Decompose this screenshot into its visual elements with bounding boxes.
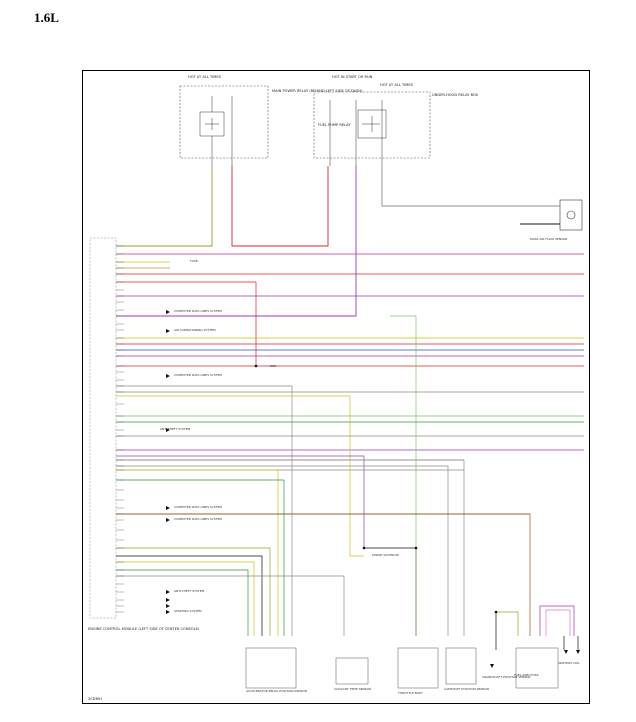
relay-left-title: HOT AT ALL TIMES	[188, 75, 222, 79]
purge-label: PURGE SOLENOID	[372, 553, 400, 557]
horn-relay-symbol	[559, 199, 583, 231]
throttle-label: THROTTLE BODY	[397, 691, 423, 695]
wire-relay-left-olive	[116, 166, 213, 247]
wire-purple-purge	[116, 455, 365, 548]
camshaft-box	[445, 647, 477, 685]
ign-label: IGNITION COIL	[558, 661, 580, 665]
wire-relay-red	[231, 166, 329, 247]
system-ref-5: COMPUTER DATA LINES SYSTEM	[174, 505, 222, 509]
relay-center-title: HOT IN START OR RUN	[332, 75, 373, 79]
system-ref-4: ANTI-THEFT SYSTEM	[160, 427, 191, 431]
wire-olive-inj	[496, 611, 519, 636]
system-ref-arrow-7	[166, 590, 170, 594]
wire-yellow-accel	[116, 469, 279, 636]
splice-dot-3	[414, 546, 418, 550]
system-ref-6: COMPUTER DATA LINES SYSTEM	[174, 517, 222, 521]
system-ref-arrow-9	[166, 604, 170, 608]
wire-purple-ign	[539, 605, 575, 636]
wire-black-throttle	[364, 547, 417, 636]
wire-black-accel	[116, 555, 263, 636]
system-ref-red: RED	[270, 364, 277, 368]
coolant-label: COOLANT TEMP SENSOR	[334, 687, 371, 691]
injector-label: FUEL INJECTORS	[514, 673, 539, 677]
accel-sensor-box	[245, 647, 297, 689]
system-ref-arrow-10	[166, 610, 170, 614]
relay-box-center	[313, 91, 431, 159]
camshaft-label: CAMSHAFT POSITION SENSOR	[444, 687, 489, 691]
splice-dot-4	[494, 610, 498, 614]
wire-purple-feed	[116, 166, 357, 317]
wire-gray-coolant	[116, 575, 345, 636]
ground-symbols	[490, 650, 580, 668]
wire-yellow-accel-2	[116, 561, 255, 636]
diagram-frame	[82, 70, 590, 704]
system-ref-arrow-2	[166, 329, 170, 333]
accel-label: ACCELERATOR PEDAL POSITION SENSOR	[246, 689, 307, 693]
system-ref-3: COMPUTER DATA LINES SYSTEM	[174, 373, 222, 377]
wire-green-accel	[116, 479, 285, 636]
relay-right-text: UNDER-HOOD RELAY BOX	[432, 93, 479, 97]
wire-yellow-down	[116, 395, 364, 557]
wire-layer	[116, 166, 584, 650]
wire-gray-down	[116, 385, 293, 636]
diagram-code: 3CD691	[88, 697, 102, 701]
system-ref-arrow-5	[166, 506, 170, 510]
throttle-box	[397, 647, 439, 689]
page-heading: 1.6L	[34, 10, 59, 25]
wire-gray-cam-2	[116, 459, 465, 636]
wire-gray-cam	[116, 465, 449, 636]
ecm-box	[89, 237, 117, 619]
fuse-label: FUSE	[190, 259, 198, 263]
system-ref-7: ANTI-THEFT SYSTEM	[174, 589, 205, 593]
coolant-sensor-box	[335, 657, 369, 685]
injector-box	[515, 647, 559, 689]
wire-green-accel-2	[116, 569, 249, 636]
wire-lightgreen-throttle	[390, 315, 417, 636]
relay-right-title: HOT AT ALL TIMES	[380, 83, 414, 87]
relay-left-internals	[199, 96, 233, 166]
relay-center-internals	[329, 100, 387, 166]
relay-left-text: MAIN POWER RELAY (BEHIND LEFT SIDE OF DA…	[272, 89, 363, 93]
system-ref-2: AIR CONDITIONING SYSTEM	[174, 328, 216, 332]
wire-brown-inj	[116, 513, 531, 636]
system-ref-arrow-3	[166, 374, 170, 378]
wire-gray-horn	[381, 166, 560, 207]
system-ref-arrow-1	[166, 310, 170, 314]
system-ref-arrow-8	[166, 598, 170, 602]
ecm-label: ENGINE CONTROL MODULE (LEFT SIDE OF CENT…	[88, 627, 200, 631]
splice-dot-1	[254, 364, 258, 368]
crank-label: CRANKSHAFT POSITION SENSOR	[482, 675, 531, 679]
splice-dot-2	[362, 546, 366, 550]
system-ref-8: STARTING SYSTEM	[174, 609, 202, 613]
maf-label: MASS AIR FLOW SENSOR	[530, 237, 567, 241]
relay-center-text: FUEL PUMP RELAY	[318, 123, 351, 127]
connector-pin-layer	[116, 245, 498, 614]
system-ref-arrow-6	[166, 518, 170, 522]
wire-olive-accel	[116, 547, 271, 636]
system-ref-1: COMPUTER DATA LINES SYSTEM	[174, 309, 222, 313]
relay-box-left	[179, 85, 269, 159]
wire-pink-ign	[545, 609, 571, 636]
system-ref-arrow-4	[166, 428, 170, 432]
